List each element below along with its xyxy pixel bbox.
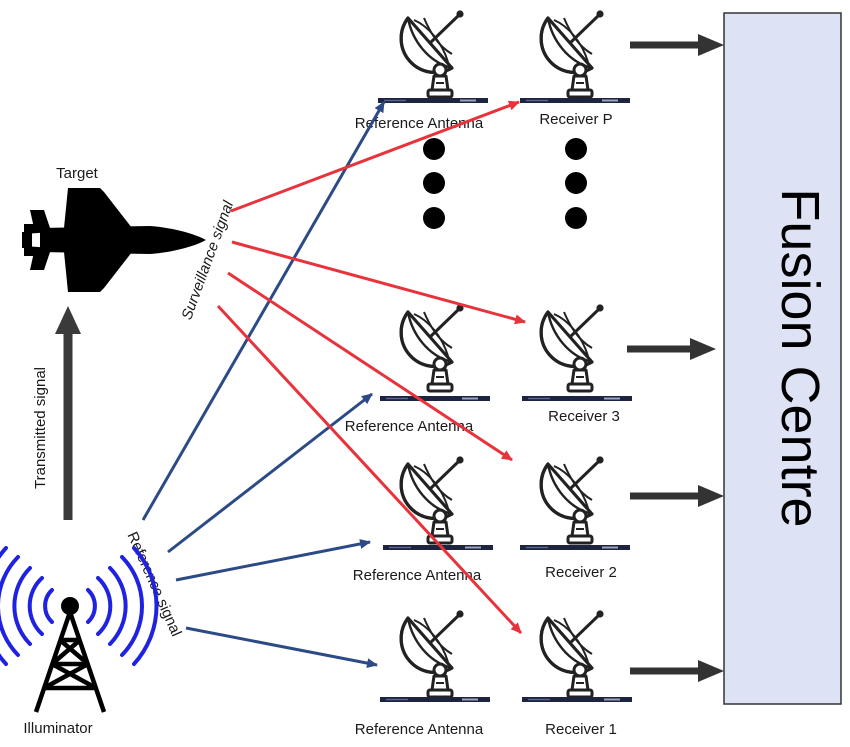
surveillance-arrow-p bbox=[230, 100, 520, 213]
receiver-p: Receiver P bbox=[520, 8, 630, 128]
satellite-dish-icon bbox=[399, 302, 466, 393]
receiver-label: Receiver 1 bbox=[545, 721, 617, 738]
reference-antenna-3: Reference Antenna bbox=[345, 302, 490, 435]
ellipsis-dots-antennas bbox=[423, 138, 445, 229]
fusion-centre-label: Fusion Centre bbox=[770, 188, 830, 527]
fusion-centre-box bbox=[723, 12, 842, 705]
antenna-base-bar bbox=[380, 396, 490, 401]
satellite-dish-icon bbox=[539, 454, 606, 545]
reference-antenna-label: Reference Antenna bbox=[353, 567, 482, 584]
receiver-2: Receiver 2 bbox=[520, 454, 630, 581]
reference-arrow-top bbox=[141, 101, 386, 521]
receiver-3: Receiver 3 bbox=[522, 302, 632, 425]
antenna-base-bar bbox=[383, 545, 493, 550]
receiver-base-bar bbox=[520, 98, 630, 103]
illuminator-label: Illuminator bbox=[23, 720, 92, 737]
target: Target bbox=[22, 165, 206, 292]
fighter-jet-icon bbox=[22, 188, 206, 292]
transmitted-signal: Transmitted signal bbox=[32, 306, 81, 520]
satellite-dish-icon bbox=[539, 302, 606, 393]
surveillance-arrow-2 bbox=[227, 271, 513, 462]
surveillance-signal-label: Surveillance signal bbox=[178, 198, 237, 322]
receiver-base-bar bbox=[522, 697, 632, 702]
output-arrow-2 bbox=[630, 485, 724, 507]
receiver-base-bar bbox=[520, 545, 630, 550]
satellite-dish-icon bbox=[399, 8, 466, 99]
signal-waves-icon bbox=[0, 546, 159, 666]
radio-tower-icon bbox=[0, 546, 159, 713]
target-label: Target bbox=[56, 165, 99, 182]
antenna-base-bar bbox=[378, 98, 488, 103]
output-arrow-3 bbox=[627, 338, 716, 360]
reference-signal-arrows bbox=[141, 101, 386, 669]
reference-antenna-2: Reference Antenna bbox=[353, 454, 493, 584]
reference-antenna-1: Reference Antenna bbox=[355, 608, 490, 738]
receiver-base-bar bbox=[522, 396, 632, 401]
satellite-dish-icon bbox=[399, 454, 466, 545]
receiver-label: Receiver 2 bbox=[545, 564, 617, 581]
output-arrow-p bbox=[630, 34, 724, 56]
antenna-base-bar bbox=[380, 697, 490, 702]
surveillance-arrow-3 bbox=[231, 240, 526, 325]
satellite-dish-icon bbox=[399, 608, 466, 699]
receiver-1: Receiver 1 bbox=[522, 608, 632, 738]
ellipsis-dots-receivers bbox=[565, 138, 587, 229]
reference-arrow-1 bbox=[185, 626, 378, 669]
reference-antenna-top: Reference Antenna bbox=[355, 8, 488, 132]
transmitted-signal-label: Transmitted signal bbox=[32, 367, 49, 489]
satellite-dish-icon bbox=[539, 8, 606, 99]
fusion-centre: Fusion Centre bbox=[723, 12, 842, 705]
receiver-label: Receiver P bbox=[539, 111, 612, 128]
illuminator: Illuminator bbox=[0, 546, 159, 737]
satellite-dish-icon bbox=[539, 608, 606, 699]
reference-arrow-2 bbox=[175, 539, 371, 582]
surveillance-arrow-1 bbox=[216, 304, 523, 635]
reference-antenna-label: Reference Antenna bbox=[355, 721, 484, 738]
reference-antenna-label: Reference Antenna bbox=[345, 418, 474, 435]
output-arrows bbox=[627, 34, 724, 682]
reference-arrow-3 bbox=[167, 392, 373, 554]
transmitted-arrowhead bbox=[55, 306, 81, 334]
surveillance-signal-arrows bbox=[216, 100, 526, 635]
receiver-label: Receiver 3 bbox=[548, 408, 620, 425]
output-arrow-1 bbox=[630, 660, 724, 682]
